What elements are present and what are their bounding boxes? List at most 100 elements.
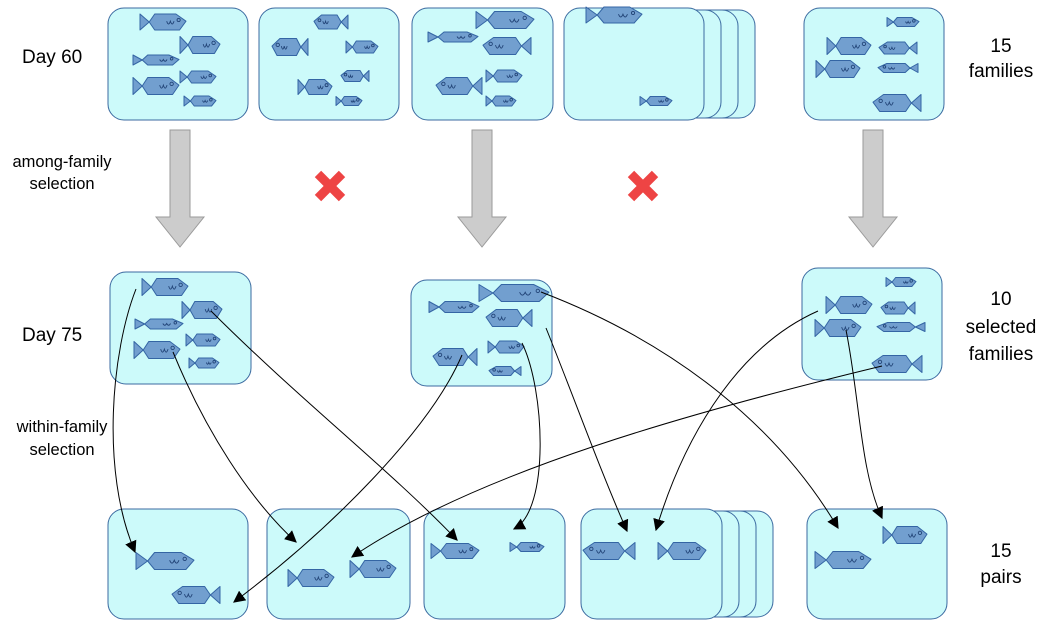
fish-body	[427, 31, 479, 43]
fish-body	[179, 70, 217, 84]
fish-body	[428, 301, 480, 313]
fish-eye	[177, 590, 182, 596]
selected-count: 10	[990, 289, 1011, 310]
fish-body	[509, 542, 545, 552]
fish-gill	[887, 66, 896, 70]
fish-icon	[485, 69, 523, 83]
fish-gill	[888, 46, 896, 50]
fish-icon	[582, 542, 636, 560]
fish-icon	[871, 355, 923, 373]
fish-icon	[141, 278, 189, 296]
fish-gill	[205, 361, 212, 365]
fish-gill	[658, 99, 665, 103]
tank-icon	[803, 7, 945, 121]
fish-eye	[861, 41, 867, 47]
fish-eye	[696, 546, 701, 552]
selection-arrow	[845, 329, 883, 520]
fish-eye	[173, 321, 178, 325]
fish-gill	[168, 284, 177, 290]
red-x-bar	[627, 170, 659, 202]
fish-gill	[618, 12, 628, 18]
fish-body	[485, 69, 523, 83]
fish-gill	[889, 325, 898, 329]
fish-eye	[469, 547, 474, 552]
fish-icon	[485, 309, 533, 327]
fish-icon	[313, 14, 349, 30]
fish-gill	[280, 46, 288, 50]
fish-eye	[883, 44, 887, 49]
fish-icon	[826, 37, 872, 55]
fish-body	[825, 296, 873, 314]
fish-eye	[488, 41, 493, 47]
fish-eye	[492, 368, 496, 372]
red-x-bar	[314, 170, 346, 202]
fish-gill	[317, 84, 324, 90]
fish-eye	[211, 40, 216, 46]
fish-body	[485, 95, 517, 107]
fish-eye	[209, 98, 213, 102]
fish-icon	[814, 319, 862, 337]
fish-icon	[183, 95, 217, 107]
fish-gill	[841, 325, 850, 331]
fish-body	[134, 318, 184, 330]
fish-gill	[169, 558, 180, 564]
down-arrow-icon	[847, 129, 899, 248]
fish-body	[297, 79, 333, 95]
fish-icon	[657, 542, 707, 560]
fish-eye	[356, 98, 360, 102]
fish-eye	[912, 19, 916, 23]
fish-icon	[340, 70, 370, 82]
fish-gill	[496, 369, 503, 373]
fish-gill	[200, 75, 208, 79]
fish-gill	[884, 361, 894, 367]
fish-eye	[213, 305, 218, 311]
selection-arrow	[351, 365, 883, 558]
fish-gill	[885, 100, 894, 106]
fish-gill	[506, 74, 514, 78]
tank-icon	[107, 7, 249, 121]
selected-word: selected	[966, 317, 1037, 338]
fish-icon	[349, 560, 397, 578]
day60-label: Day 60	[22, 47, 82, 68]
fish-eye	[851, 323, 856, 329]
pairs-count: 15	[990, 541, 1011, 562]
fish-layer	[132, 6, 928, 604]
fish-icon	[585, 6, 643, 24]
fish-eye	[522, 15, 527, 21]
fish-icon	[432, 348, 478, 366]
fish-body	[876, 322, 926, 332]
fish-eye	[170, 345, 175, 351]
fish-eye	[324, 83, 329, 88]
fish-gill	[202, 99, 209, 103]
fish-gill	[596, 548, 606, 554]
day75-label: Day 75	[22, 325, 82, 346]
among-family-label-line2: selection	[29, 175, 94, 193]
fish-eye	[884, 304, 889, 309]
fish-body	[478, 284, 550, 302]
tank-icon	[806, 508, 948, 620]
fish-gill	[159, 83, 168, 89]
tank-icon	[801, 267, 943, 381]
fish-body	[430, 543, 480, 559]
fish-body	[135, 552, 195, 570]
fish-eye	[208, 73, 212, 78]
fish-gill	[497, 315, 506, 321]
fish-body	[877, 63, 919, 73]
fish-gill	[457, 305, 467, 309]
fish-body	[814, 319, 862, 337]
selection-arrow	[512, 342, 541, 530]
red-x-icon	[627, 170, 659, 202]
fish-icon	[139, 13, 187, 31]
fish-body	[826, 37, 872, 55]
tank-icon	[423, 508, 566, 620]
fish-eye	[536, 544, 541, 548]
fish-body	[880, 301, 916, 315]
fish-gill	[905, 20, 912, 24]
fish-gill	[852, 302, 861, 308]
fish-gill	[166, 19, 175, 25]
fish-body	[133, 341, 181, 359]
fish-eye	[343, 72, 348, 77]
fish-body	[179, 36, 221, 54]
within-family-label-line2: selection	[29, 441, 94, 459]
